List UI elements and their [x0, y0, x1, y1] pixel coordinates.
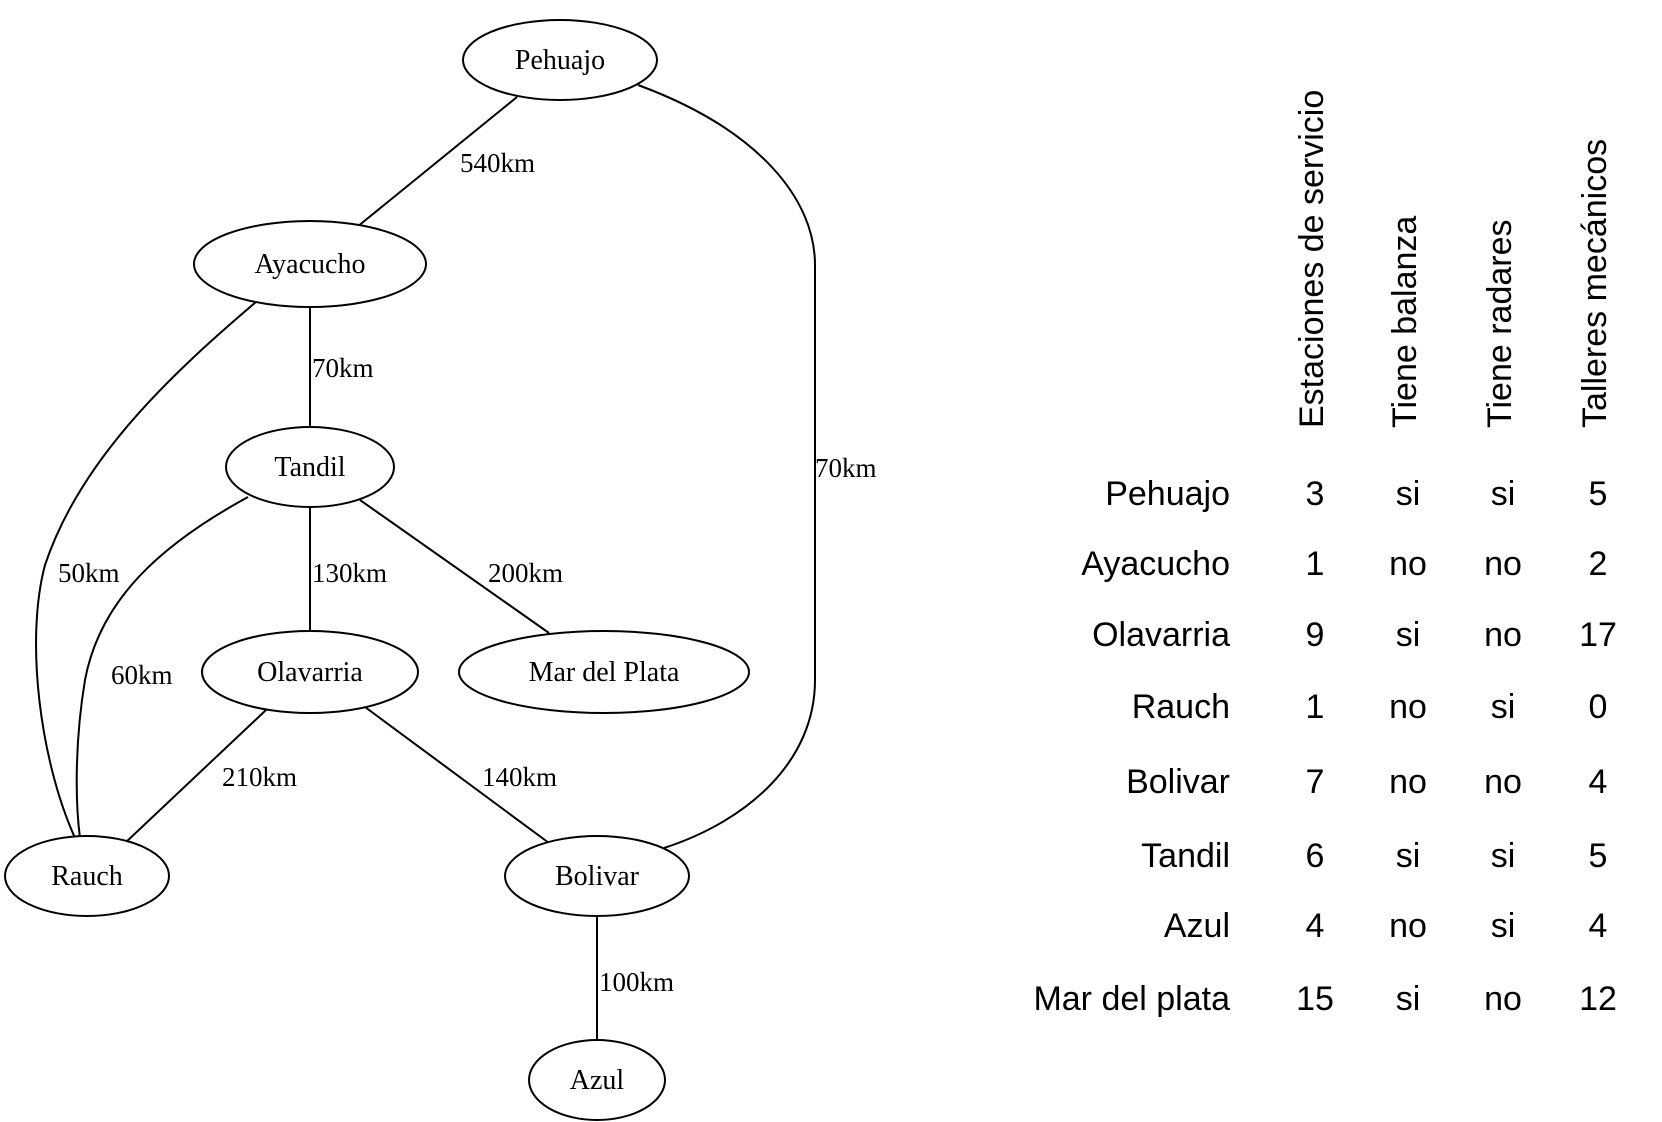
row-city-name: Bolivar: [1126, 763, 1230, 801]
table-cell: 1: [1305, 688, 1325, 726]
edge-distance-label: 130km: [312, 558, 387, 588]
table-cell: 2: [1588, 545, 1608, 583]
edge-line: [637, 84, 816, 849]
table-cell: 4: [1588, 763, 1608, 801]
node-ayacucho: Ayacucho: [193, 220, 427, 308]
table-cell: no: [1484, 616, 1522, 654]
node-ellipse: [462, 19, 658, 101]
table-cell: 3: [1305, 475, 1325, 513]
edge-tandil-olavarria: 130km: [309, 507, 387, 632]
edge-distance-label: 140km: [482, 762, 557, 792]
table-cell: 1: [1305, 545, 1325, 583]
node-ellipse: [225, 426, 395, 508]
table-cell: 17: [1579, 616, 1617, 654]
node-olavarria: Olavarria: [201, 630, 419, 714]
table-cell: si: [1490, 837, 1516, 875]
row-city-name: Ayacucho: [1081, 545, 1230, 583]
edge-distance-label: 100km: [599, 967, 674, 997]
node-ellipse: [4, 835, 170, 917]
table-cell: 0: [1588, 688, 1608, 726]
column-header: Estaciones de servicio: [1293, 89, 1331, 428]
edge-distance-label: 60km: [111, 660, 173, 690]
node-label: Rauch: [51, 861, 123, 892]
edge-ayacucho-tandil: 70km: [309, 307, 374, 427]
table-cell: si: [1395, 980, 1421, 1018]
table-cell: 7: [1305, 763, 1325, 801]
node-ellipse: [201, 630, 419, 714]
edge-distance-label: 210km: [222, 762, 297, 792]
table-cell: no: [1389, 907, 1427, 945]
node-label: Mar del Plata: [529, 657, 680, 688]
edge-ayacucho-rauch: 50km: [35, 301, 257, 839]
table-cell: no: [1389, 688, 1427, 726]
table-cell: 5: [1588, 837, 1608, 875]
edge-distance-label: 540km: [460, 148, 535, 178]
edge-bolivar-azul: 100km: [596, 916, 674, 1040]
node-bolivar: Bolivar: [504, 835, 690, 917]
table-cell: 9: [1305, 616, 1325, 654]
node-label: Azul: [570, 1065, 625, 1096]
edge-tandil-mardelplata: 200km: [359, 499, 563, 634]
row-city-name: Tandil: [1141, 837, 1230, 875]
node-rauch: Rauch: [4, 835, 170, 917]
table-cell: si: [1395, 616, 1421, 654]
node-label: Tandil: [274, 452, 345, 483]
node-azul: Azul: [528, 1039, 666, 1121]
road-graph: 540km 70km 70km 50km 60km 130km 200km 210km 140k…: [4, 19, 877, 1121]
table-cell: 12: [1579, 980, 1617, 1018]
column-header: Tiene balanza: [1386, 215, 1424, 428]
edge-line: [75, 496, 249, 839]
table-cell: 6: [1305, 837, 1325, 875]
table-cell: 4: [1305, 907, 1325, 945]
node-ellipse: [193, 220, 427, 308]
node-ellipse: [528, 1039, 666, 1121]
table-cell: si: [1395, 837, 1421, 875]
row-city-name: Azul: [1163, 907, 1230, 945]
row-city-name: Rauch: [1131, 688, 1230, 726]
table-cell: 5: [1588, 475, 1608, 513]
node-mardelplata: Mar del Plata: [458, 630, 750, 714]
edge-distance-label: 70km: [815, 453, 877, 483]
node-ellipse: [458, 630, 750, 714]
edge-line: [359, 499, 550, 634]
table-cell: si: [1395, 475, 1421, 513]
node-ellipse: [504, 835, 690, 917]
node-tandil: Tandil: [225, 426, 395, 508]
row-city-name: Pehuajo: [1105, 475, 1230, 513]
edge-distance-label: 50km: [58, 558, 120, 588]
edge-distance-label: 70km: [312, 353, 374, 383]
column-header: Talleres mecánicos: [1576, 138, 1614, 428]
row-city-name: Mar del plata: [1033, 980, 1230, 1018]
node-label: Olavarria: [257, 657, 363, 688]
table-cell: 15: [1296, 980, 1334, 1018]
edge-line: [356, 96, 518, 228]
graph-edges: 540km 70km 70km 50km 60km 130km 200km 210km 140k…: [35, 84, 877, 1040]
column-header: Tiene radares: [1481, 219, 1519, 428]
edge-olavarria-rauch: 210km: [124, 709, 297, 844]
table-cell: no: [1484, 545, 1522, 583]
row-city-name: Olavarria: [1092, 616, 1230, 654]
table-cell: no: [1389, 763, 1427, 801]
edge-line: [124, 709, 267, 844]
node-pehuajo: Pehuajo: [462, 19, 658, 101]
table-cell: no: [1389, 545, 1427, 583]
node-label: Bolivar: [555, 861, 640, 892]
node-label: Ayacucho: [255, 249, 366, 280]
edge-tandil-rauch: 60km: [75, 496, 249, 839]
table-cell: 4: [1588, 907, 1608, 945]
table-cell: si: [1490, 475, 1516, 513]
node-label: Pehuajo: [515, 45, 605, 76]
edge-line: [35, 301, 257, 839]
table-cell: no: [1484, 763, 1522, 801]
table-cell: si: [1490, 688, 1516, 726]
edge-olavarria-bolivar: 140km: [364, 706, 557, 844]
edge-pehuajo-bolivar: 70km: [637, 84, 877, 849]
edge-pehuajo-ayacucho: 540km: [356, 96, 535, 228]
table-cell: si: [1490, 907, 1516, 945]
edge-distance-label: 200km: [488, 558, 563, 588]
edge-line: [364, 706, 550, 844]
table-cell: no: [1484, 980, 1522, 1018]
